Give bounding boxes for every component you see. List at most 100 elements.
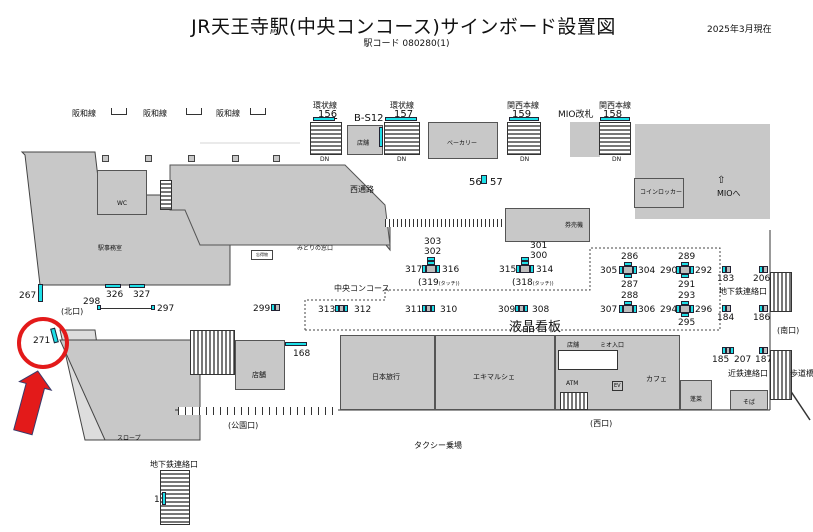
sign-312[interactable] (344, 305, 348, 312)
subway-link-label: 地下鉄連絡口 (719, 287, 767, 296)
sign-56-57[interactable] (481, 175, 487, 184)
sign-318-label: (318(タッチ)) (512, 278, 554, 288)
stair-marker-3 (250, 108, 266, 115)
sign-317[interactable] (422, 265, 426, 273)
sign-286-label: 286 (621, 252, 639, 262)
sign-294-label: 294 (660, 305, 678, 315)
sign-1-label: 1 (154, 495, 160, 505)
sign-297[interactable] (151, 305, 155, 310)
sign-286[interactable] (624, 262, 632, 266)
sign-315[interactable] (516, 265, 520, 273)
sign-267[interactable] (38, 284, 43, 302)
sign-168[interactable] (285, 342, 307, 346)
sign-bs12[interactable] (379, 127, 383, 147)
sign-294[interactable] (676, 305, 680, 313)
sign-159[interactable] (509, 117, 539, 121)
sign-186[interactable] (759, 305, 763, 312)
sign-313[interactable] (335, 305, 339, 312)
midori-window-label: みどりの窓口 (297, 245, 334, 252)
west-exit-label: (西口) (590, 419, 613, 428)
sign-308[interactable] (524, 305, 528, 312)
sign-310[interactable] (431, 305, 435, 312)
sign-327-label: 327 (133, 290, 151, 300)
sign-292-label: 292 (695, 266, 713, 276)
sign-56-label: 56 (469, 177, 482, 188)
sign-304[interactable] (633, 266, 637, 274)
sign-289[interactable] (681, 262, 689, 266)
sign-stand-290 (680, 266, 690, 274)
sign-184[interactable] (722, 305, 726, 312)
sign-187[interactable] (759, 347, 763, 354)
sign-295[interactable] (681, 313, 689, 317)
midori-block (169, 164, 391, 246)
sign-302[interactable] (427, 261, 435, 265)
footbridge-stair (770, 350, 792, 400)
sign-293[interactable] (681, 301, 689, 305)
sign-306[interactable] (633, 305, 637, 313)
sign-293-label: 293 (678, 291, 696, 301)
sign-288[interactable] (624, 301, 632, 305)
sign-207[interactable] (730, 347, 734, 354)
sign-296[interactable] (690, 305, 694, 313)
soba (730, 390, 768, 410)
dn-label-2: DN (397, 156, 407, 163)
sign-stand-309 (519, 305, 524, 312)
escalator-west (558, 350, 618, 370)
sign-300[interactable] (521, 261, 529, 265)
dn-label-4: DN (612, 156, 622, 163)
sign-287[interactable] (624, 274, 632, 278)
sign-292[interactable] (690, 266, 694, 274)
atm-stair (560, 392, 588, 410)
sign-302-label: 302 (424, 247, 442, 257)
sign-301[interactable] (521, 257, 529, 261)
kansai-line-label-1: 関西本線 (507, 101, 539, 110)
sign-300-label: 300 (530, 251, 548, 261)
sign-310-label: 310 (440, 305, 458, 315)
sign-305[interactable] (619, 266, 623, 274)
sign-326[interactable] (105, 284, 121, 288)
sign-287-label: 287 (621, 280, 639, 290)
coin-locker-label: コインロッカー (640, 189, 683, 196)
park-exit-label: (公園口) (228, 421, 259, 430)
sign-267-label: 267 (19, 291, 37, 301)
loop-line-label-1: 環状線 (313, 101, 337, 110)
stair-marker-1 (111, 108, 127, 115)
sign-299[interactable] (271, 304, 275, 311)
stair-loop-1 (310, 122, 342, 155)
sign-stand-315 (520, 265, 530, 273)
sign-311[interactable] (422, 305, 426, 312)
sign-207-label: 207 (734, 355, 752, 365)
sign-314[interactable] (530, 265, 534, 273)
bakery-label: ベーカリー (447, 140, 478, 147)
mio-gate-label: MIO改札 (558, 110, 594, 120)
sign-303[interactable] (427, 257, 435, 261)
sign-158[interactable] (600, 117, 630, 121)
sign-307[interactable] (619, 305, 623, 313)
sign-316[interactable] (436, 265, 440, 273)
sign-309[interactable] (515, 305, 519, 312)
sign-185[interactable] (722, 347, 726, 354)
sign-327[interactable] (129, 284, 145, 288)
sign-298[interactable] (97, 305, 101, 310)
sign-290[interactable] (676, 266, 680, 274)
sign-184-label: 184 (717, 313, 735, 323)
sign-156[interactable] (313, 117, 335, 121)
sign-306-label: 306 (638, 305, 656, 315)
sign-156-label: 156 (318, 109, 338, 120)
sign-315-label: 315 (499, 265, 517, 275)
shop-2-label: 店舗 (567, 342, 580, 349)
sign-206[interactable] (759, 266, 763, 273)
lost-found-label: 忘得物 (251, 250, 273, 260)
highlight-circle (17, 317, 69, 369)
sign-291-label: 291 (678, 280, 696, 290)
sign-303-label: 303 (424, 237, 442, 247)
shop-1-label: 店舗 (357, 140, 370, 147)
column (273, 155, 280, 162)
to-mio-label: MIOへ (717, 189, 741, 198)
sign-1[interactable] (162, 492, 166, 505)
nippon-travel-label: 日本旅行 (372, 373, 400, 381)
sign-291[interactable] (681, 274, 689, 278)
sign-157[interactable] (385, 117, 417, 121)
nippon-travel (340, 335, 435, 410)
sign-183[interactable] (722, 266, 726, 273)
